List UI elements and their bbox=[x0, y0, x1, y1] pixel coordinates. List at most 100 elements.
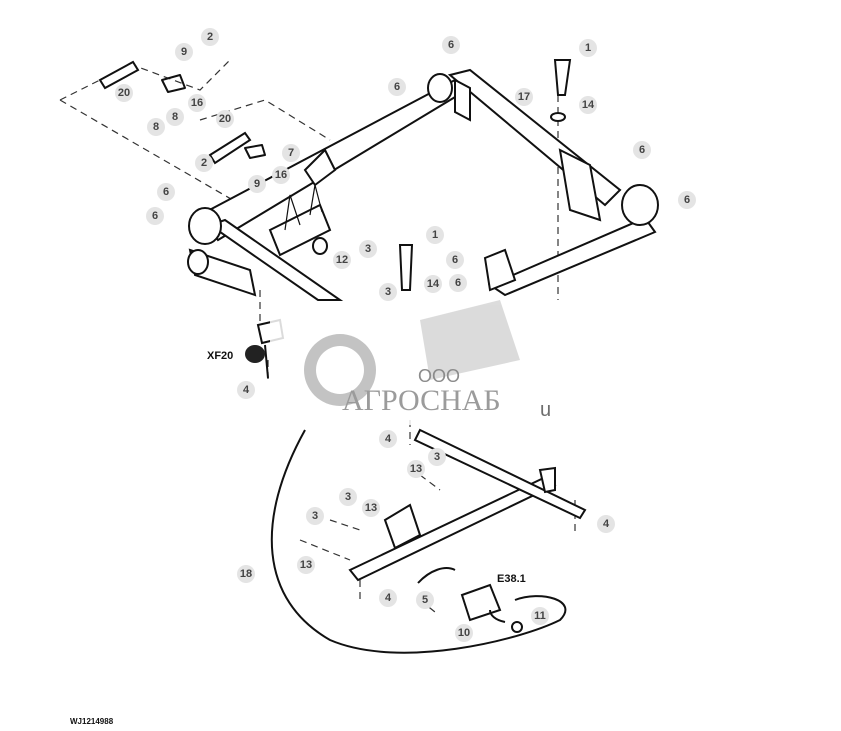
callout-number: 2 bbox=[207, 31, 213, 43]
callout-circle bbox=[147, 118, 165, 136]
callout-marker: 12 bbox=[333, 251, 351, 269]
callout-marker: 4 bbox=[379, 430, 397, 448]
callout-marker: 3 bbox=[379, 283, 397, 301]
callout-circle bbox=[579, 39, 597, 57]
callout-marker: 9 bbox=[175, 43, 193, 61]
callout-circle bbox=[379, 589, 397, 607]
connector-label-e38: E38.1 bbox=[497, 573, 526, 585]
harness-bracket bbox=[245, 318, 587, 654]
callout-number: 6 bbox=[448, 39, 454, 51]
callout-marker: 4 bbox=[597, 515, 615, 533]
callout-circle bbox=[216, 110, 234, 128]
callout-marker: 16 bbox=[272, 166, 290, 184]
callout-circle bbox=[379, 283, 397, 301]
callout-number: 16 bbox=[275, 169, 287, 181]
callout-circle bbox=[175, 43, 193, 61]
callout-number: 5 bbox=[422, 594, 428, 606]
callout-number: 13 bbox=[365, 502, 377, 514]
callout-marker: 6 bbox=[157, 183, 175, 201]
callout-number: 8 bbox=[172, 111, 178, 123]
callout-marker: 18 bbox=[237, 565, 255, 583]
callout-circle bbox=[428, 448, 446, 466]
callout-circle bbox=[407, 460, 425, 478]
callout-number: 17 bbox=[518, 91, 530, 103]
callout-marker: 11 bbox=[531, 607, 549, 625]
callout-marker: 9 bbox=[248, 175, 266, 193]
callout-marker: 1 bbox=[579, 39, 597, 57]
callout-marker: 2 bbox=[195, 154, 213, 172]
callout-number: 12 bbox=[336, 254, 348, 266]
callout-marker: 3 bbox=[306, 507, 324, 525]
callout-number: 6 bbox=[452, 254, 458, 266]
callout-marker: 10 bbox=[455, 624, 473, 642]
callout-circle bbox=[416, 591, 434, 609]
callout-marker: 6 bbox=[446, 251, 464, 269]
callout-marker: 6 bbox=[146, 207, 164, 225]
callout-circle bbox=[446, 251, 464, 269]
callout-marker: 6 bbox=[449, 274, 467, 292]
callout-circle bbox=[633, 141, 651, 159]
loose-parts bbox=[98, 59, 572, 291]
callout-circle bbox=[333, 251, 351, 269]
callout-number: 13 bbox=[410, 463, 422, 475]
callout-circle bbox=[237, 381, 255, 399]
figure-id: WJ1214988 bbox=[70, 717, 114, 726]
callout-circle bbox=[188, 94, 206, 112]
watermark-name: АГРОСНАБ bbox=[342, 384, 501, 417]
callout-marker: 20 bbox=[115, 84, 133, 102]
callout-number: 6 bbox=[163, 186, 169, 198]
callout-circle bbox=[195, 154, 213, 172]
callout-marker: 20 bbox=[216, 110, 234, 128]
callout-circle bbox=[297, 556, 315, 574]
callout-marker: 17 bbox=[515, 88, 533, 106]
callout-marker: 3 bbox=[339, 488, 357, 506]
callout-circle bbox=[115, 84, 133, 102]
callout-number: 9 bbox=[181, 46, 187, 58]
callout-number: 4 bbox=[243, 384, 250, 396]
callout-circle bbox=[237, 565, 255, 583]
callout-circle bbox=[678, 191, 696, 209]
callout-number: 13 bbox=[300, 559, 312, 571]
callout-circle bbox=[146, 207, 164, 225]
callout-marker: 7 bbox=[282, 144, 300, 162]
callout-number: 14 bbox=[427, 278, 440, 290]
callout-number: 3 bbox=[312, 510, 318, 522]
callout-number: 4 bbox=[385, 592, 392, 604]
callout-number: 3 bbox=[365, 243, 371, 255]
callout-circle bbox=[531, 607, 549, 625]
callout-circle bbox=[248, 175, 266, 193]
callout-marker: 8 bbox=[147, 118, 165, 136]
callout-number: 20 bbox=[219, 113, 231, 125]
callout-number: 6 bbox=[639, 144, 645, 156]
callout-marker: 2 bbox=[201, 28, 219, 46]
callout-marker: 8 bbox=[166, 108, 184, 126]
callout-marker: 4 bbox=[237, 381, 255, 399]
callout-number: 14 bbox=[582, 99, 595, 111]
callout-circle bbox=[282, 144, 300, 162]
callout-marker: 13 bbox=[297, 556, 315, 574]
callout-circle bbox=[379, 430, 397, 448]
callout-number: 11 bbox=[534, 610, 546, 622]
callout-circle bbox=[362, 499, 380, 517]
callout-number: 18 bbox=[240, 568, 252, 580]
callout-circle bbox=[388, 78, 406, 96]
callout-number: 4 bbox=[603, 518, 610, 530]
callout-number: 3 bbox=[345, 491, 351, 503]
callout-circle bbox=[201, 28, 219, 46]
callout-circle bbox=[455, 624, 473, 642]
callout-marker: 16 bbox=[188, 94, 206, 112]
callout-number: 6 bbox=[455, 277, 461, 289]
callout-number: 4 bbox=[385, 433, 392, 445]
callout-number: 3 bbox=[385, 286, 391, 298]
callout-number: 3 bbox=[434, 451, 440, 463]
callout-circle bbox=[426, 226, 444, 244]
callout-marker: 6 bbox=[633, 141, 651, 159]
callout-number: 6 bbox=[684, 194, 690, 206]
callout-circle bbox=[339, 488, 357, 506]
callout-marker: 13 bbox=[407, 460, 425, 478]
callout-number: 7 bbox=[288, 147, 294, 159]
watermark: ООО АГРОСНАБ u bbox=[270, 300, 551, 425]
callout-marker: 6 bbox=[678, 191, 696, 209]
callout-number: 10 bbox=[458, 627, 470, 639]
